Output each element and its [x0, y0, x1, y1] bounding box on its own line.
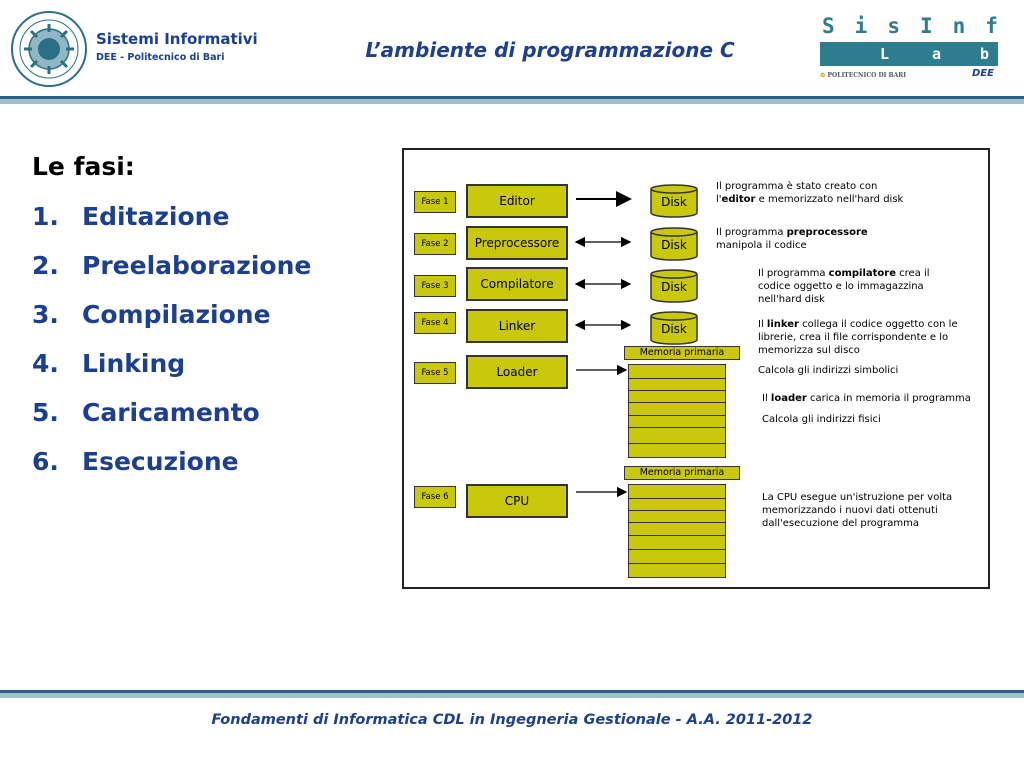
logo-letter: b	[980, 45, 990, 63]
list-item: 5.Caricamento	[32, 398, 260, 427]
fase-tag: Fase 1	[414, 191, 456, 213]
logo-letter: L	[880, 45, 890, 63]
logo-letter: n	[952, 14, 968, 38]
list-item: 4.Linking	[32, 349, 186, 378]
gear-icon: ⚙	[820, 72, 826, 79]
phase-description: Il linker collega il codice oggetto con …	[758, 319, 958, 356]
disk-icon: Disk	[650, 269, 698, 303]
footer-text: Fondamenti di Informatica CDL in Ingegne…	[211, 712, 813, 728]
dee-logo: DEE	[972, 68, 994, 79]
phase-description: Calcola gli indirizzi simbolici	[758, 365, 899, 376]
phase-description: La CPU esegue un'istruzione per volta me…	[762, 492, 953, 529]
phase-box-compilatore: Compilatore	[466, 267, 568, 301]
politecnico-seal-logo	[10, 10, 88, 88]
org-subtitle: DEE - Politecnico di Bari	[96, 52, 225, 63]
disk-icon: Disk	[650, 311, 698, 345]
slide-title: L’ambiente di programmazione C	[365, 38, 735, 62]
fase-tag: Fase 6	[414, 486, 456, 508]
header-divider	[0, 96, 1024, 104]
disk-label: Disk	[661, 238, 687, 252]
logo-letter: f	[985, 14, 1000, 38]
phase-description: Il programma preprocessore manipola il c…	[716, 227, 868, 251]
list-item: 3.Compilazione	[32, 300, 271, 329]
list-heading: Le fasi:	[32, 152, 135, 181]
org-title: Sistemi Informativi	[96, 30, 258, 48]
phase-box-linker: Linker	[466, 309, 568, 343]
fase-tag: Fase 4	[414, 312, 456, 334]
fase-tag: Fase 3	[414, 275, 456, 297]
logo-letter: I	[919, 14, 935, 38]
list-item: 2.Preelaborazione	[32, 251, 312, 280]
logo-letter: s	[887, 14, 902, 38]
phase-description: Il programma compilatore crea il codice …	[758, 268, 930, 305]
disk-icon: Disk	[650, 227, 698, 261]
phase-box-loader: Loader	[466, 355, 568, 389]
politecnico-small-text: ⚙ POLITECNICO DI BARI	[820, 72, 907, 79]
phase-box-cpu: CPU	[466, 484, 568, 518]
phase-description: Il programma è stato creato con l'editor…	[716, 181, 904, 205]
disk-icon: Disk	[650, 184, 698, 218]
logo-letter: i	[854, 14, 870, 38]
memory-block	[628, 364, 726, 458]
list-item: 1.Editazione	[32, 202, 230, 231]
disk-label: Disk	[661, 322, 687, 336]
fase-tag: Fase 5	[414, 362, 456, 384]
compilation-phases-diagram: Fase 1 Fase 2 Fase 3 Fase 4 Fase 5 Fase …	[402, 148, 990, 589]
memory-block	[628, 484, 726, 578]
sisinf-lab-logo-top: S i s I n f	[822, 14, 1000, 38]
phase-description: Il loader carica in memoria il programma	[762, 393, 971, 404]
arrows-layer	[574, 191, 632, 498]
fase-tag: Fase 2	[414, 233, 456, 255]
sisinf-lab-bar: L a b	[820, 42, 998, 66]
footer-divider	[0, 690, 1024, 698]
logo-letter: a	[932, 45, 942, 63]
phase-box-preprocessore: Preprocessore	[466, 226, 568, 260]
disk-label: Disk	[661, 195, 687, 209]
memory-label: Memoria primaria	[624, 466, 740, 480]
phase-box-editor: Editor	[466, 184, 568, 218]
memory-label: Memoria primaria	[624, 346, 740, 360]
list-item: 6.Esecuzione	[32, 447, 239, 476]
logo-letter: S	[822, 14, 837, 38]
disk-label: Disk	[661, 280, 687, 294]
phase-description: Calcola gli indirizzi fisici	[762, 414, 881, 425]
